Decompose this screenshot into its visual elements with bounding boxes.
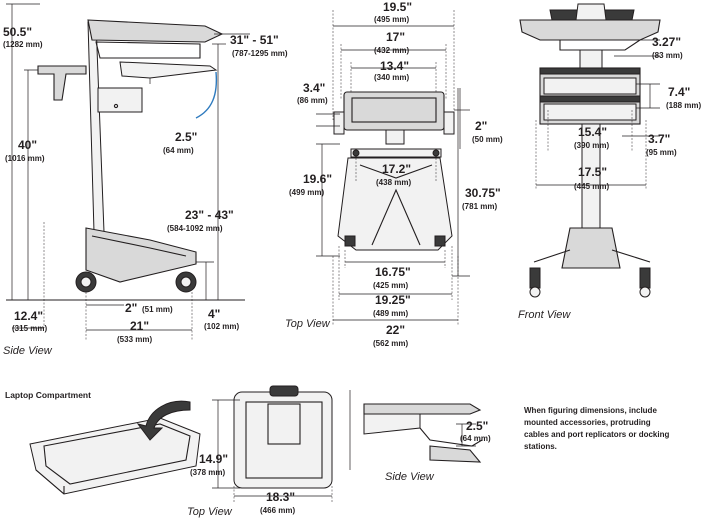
front-worksurface <box>519 19 661 41</box>
top-inner-base-mm: (425 mm) <box>373 281 408 290</box>
side-height-work-in: 40" <box>18 138 37 152</box>
top-handle-offset-mm: (50 mm) <box>472 135 503 144</box>
side-clearance-in: 4" <box>208 307 220 321</box>
side-keyboard-tilt-in: 2.5" <box>175 130 197 144</box>
top-view <box>316 10 470 326</box>
keyboard-tray <box>119 61 218 79</box>
laptop-top-view <box>233 391 333 489</box>
laptop-depth-in: 14.9" <box>199 452 228 466</box>
side-height-total-mm: (1282 mm) <box>3 40 43 49</box>
laptop-side-tray <box>363 403 482 415</box>
right-handle-top <box>443 111 455 135</box>
cart-column <box>87 21 105 233</box>
top-inner-base-in: 16.75" <box>375 265 411 279</box>
side-height-work-mm: (1016 mm) <box>5 154 45 163</box>
front-view-caption: Front View <box>518 309 571 321</box>
top-overall-depth-in: 30.75" <box>465 186 501 200</box>
side-base-depth-in: 21" <box>130 319 149 333</box>
front-drawer-depth-in: 3.7" <box>648 132 670 146</box>
side-worksurface-range-in: 23" - 43" <box>185 208 234 222</box>
side-keyboard-tilt-mm: (64 mm) <box>163 146 194 155</box>
top-handle-depth-mm: (86 mm) <box>297 96 328 105</box>
front-drawer-width-in: 15.4" <box>578 125 607 139</box>
cpu-holder <box>97 87 143 113</box>
top-mid-base-in: 19.25" <box>375 293 411 307</box>
top-handle-offset-in: 2" <box>475 119 487 133</box>
top-outer-base-in: 22" <box>386 323 405 337</box>
top-tray-width-in: 17" <box>386 30 405 44</box>
front-base <box>561 227 621 269</box>
side-caster-offset-in: 2" <box>125 301 137 315</box>
top-view-caption: Top View <box>285 318 331 330</box>
front-overall-width-in: 17.5" <box>578 165 607 179</box>
front-drawer-depth-mm: (95 mm) <box>646 148 677 157</box>
top-tray-width-mm: (432 mm) <box>374 46 409 55</box>
side-base-offset-in: 12.4" <box>14 309 43 323</box>
front-drawer-height-mm: (188 mm) <box>666 101 701 110</box>
side-keyboard-range-mm: (787-1295 mm) <box>232 49 288 58</box>
side-clearance-mm: (102 mm) <box>204 322 239 331</box>
front-view <box>519 3 661 298</box>
side-height-total-in: 50.5" <box>3 25 32 39</box>
front-drawer-width-mm: (390 mm) <box>574 141 609 150</box>
laptop-compartment <box>29 385 483 502</box>
laptop-top-caption: Top View <box>187 506 233 518</box>
insert-arrow <box>136 400 191 441</box>
laptop-side-caption: Side View <box>385 471 435 483</box>
note-line-4: stations. <box>524 442 557 451</box>
side-view <box>6 3 250 340</box>
laptop-tilt-in: 2.5" <box>466 419 488 433</box>
top-overall-depth-mm: (781 mm) <box>462 202 497 211</box>
side-keyboard-range-in: 31" - 51" <box>230 33 279 47</box>
note-line-2: mounted accessories, protruding <box>524 418 651 427</box>
side-base-offset-mm: (315 mm) <box>12 324 47 333</box>
side-handle <box>37 65 87 101</box>
top-column-span-in: 17.2" <box>382 162 411 176</box>
top-keyboard-width-in: 13.4" <box>380 59 409 73</box>
front-monitor-rise-mm: (83 mm) <box>652 51 683 60</box>
top-keyboard-width-mm: (340 mm) <box>374 73 409 82</box>
side-base-depth-mm: (533 mm) <box>117 335 152 344</box>
base-crossbar <box>350 148 442 158</box>
front-drawer-height-in: 7.4" <box>668 85 690 99</box>
cart-base <box>85 227 197 283</box>
laptop-width-mm: (466 mm) <box>260 506 295 515</box>
side-caster-offset-mm: (51 mm) <box>142 305 173 314</box>
top-mid-base-mm: (489 mm) <box>373 309 408 318</box>
side-view-caption: Side View <box>3 345 53 357</box>
laptop-width-in: 18.3" <box>266 490 295 504</box>
laptop-depth-mm: (378 mm) <box>190 468 225 477</box>
top-overall-width-mm: (495 mm) <box>374 15 409 24</box>
tilt-cable <box>195 71 218 119</box>
front-monitor-rise-in: 3.27" <box>652 35 681 49</box>
monitor-mount <box>575 3 607 21</box>
side-worksurface-range-mm: (584-1092 mm) <box>167 224 223 233</box>
front-overall-width-mm: (445 mm) <box>574 182 609 191</box>
note-line-3: cables and port replicators or docking <box>524 430 669 439</box>
top-outer-base-mm: (562 mm) <box>373 339 408 348</box>
top-handle-depth-in: 3.4" <box>303 81 325 95</box>
laptop-title: Laptop Compartment <box>5 390 91 400</box>
top-base <box>337 157 453 251</box>
note-line-1: When figuring dimensions, include <box>524 406 657 415</box>
top-upper-depth-mm: (499 mm) <box>289 188 324 197</box>
top-column-span-mm: (438 mm) <box>376 178 411 187</box>
top-overall-width-in: 19.5" <box>383 0 412 14</box>
laptop-tilt-mm: (64 mm) <box>460 434 491 443</box>
left-handle-top <box>333 111 345 135</box>
top-upper-depth-in: 19.6" <box>303 172 332 186</box>
top-worksurface <box>87 19 224 43</box>
